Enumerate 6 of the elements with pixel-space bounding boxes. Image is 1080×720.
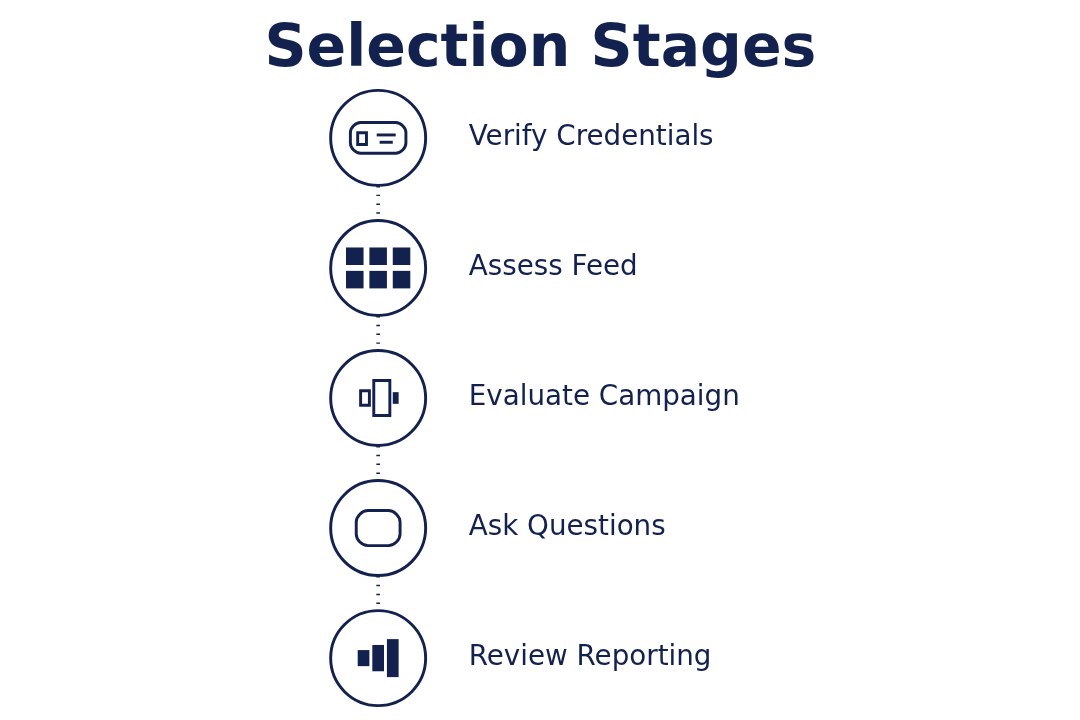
- node-label: Ask Questions: [468, 508, 666, 542]
- node-label: Verify Credentials: [468, 118, 714, 152]
- node-label: Assess Feed: [468, 248, 638, 282]
- node-label: Evaluate Campaign: [468, 378, 740, 412]
- diagram-title: Selection Stages: [264, 11, 817, 80]
- node-label: Review Reporting: [468, 638, 712, 672]
